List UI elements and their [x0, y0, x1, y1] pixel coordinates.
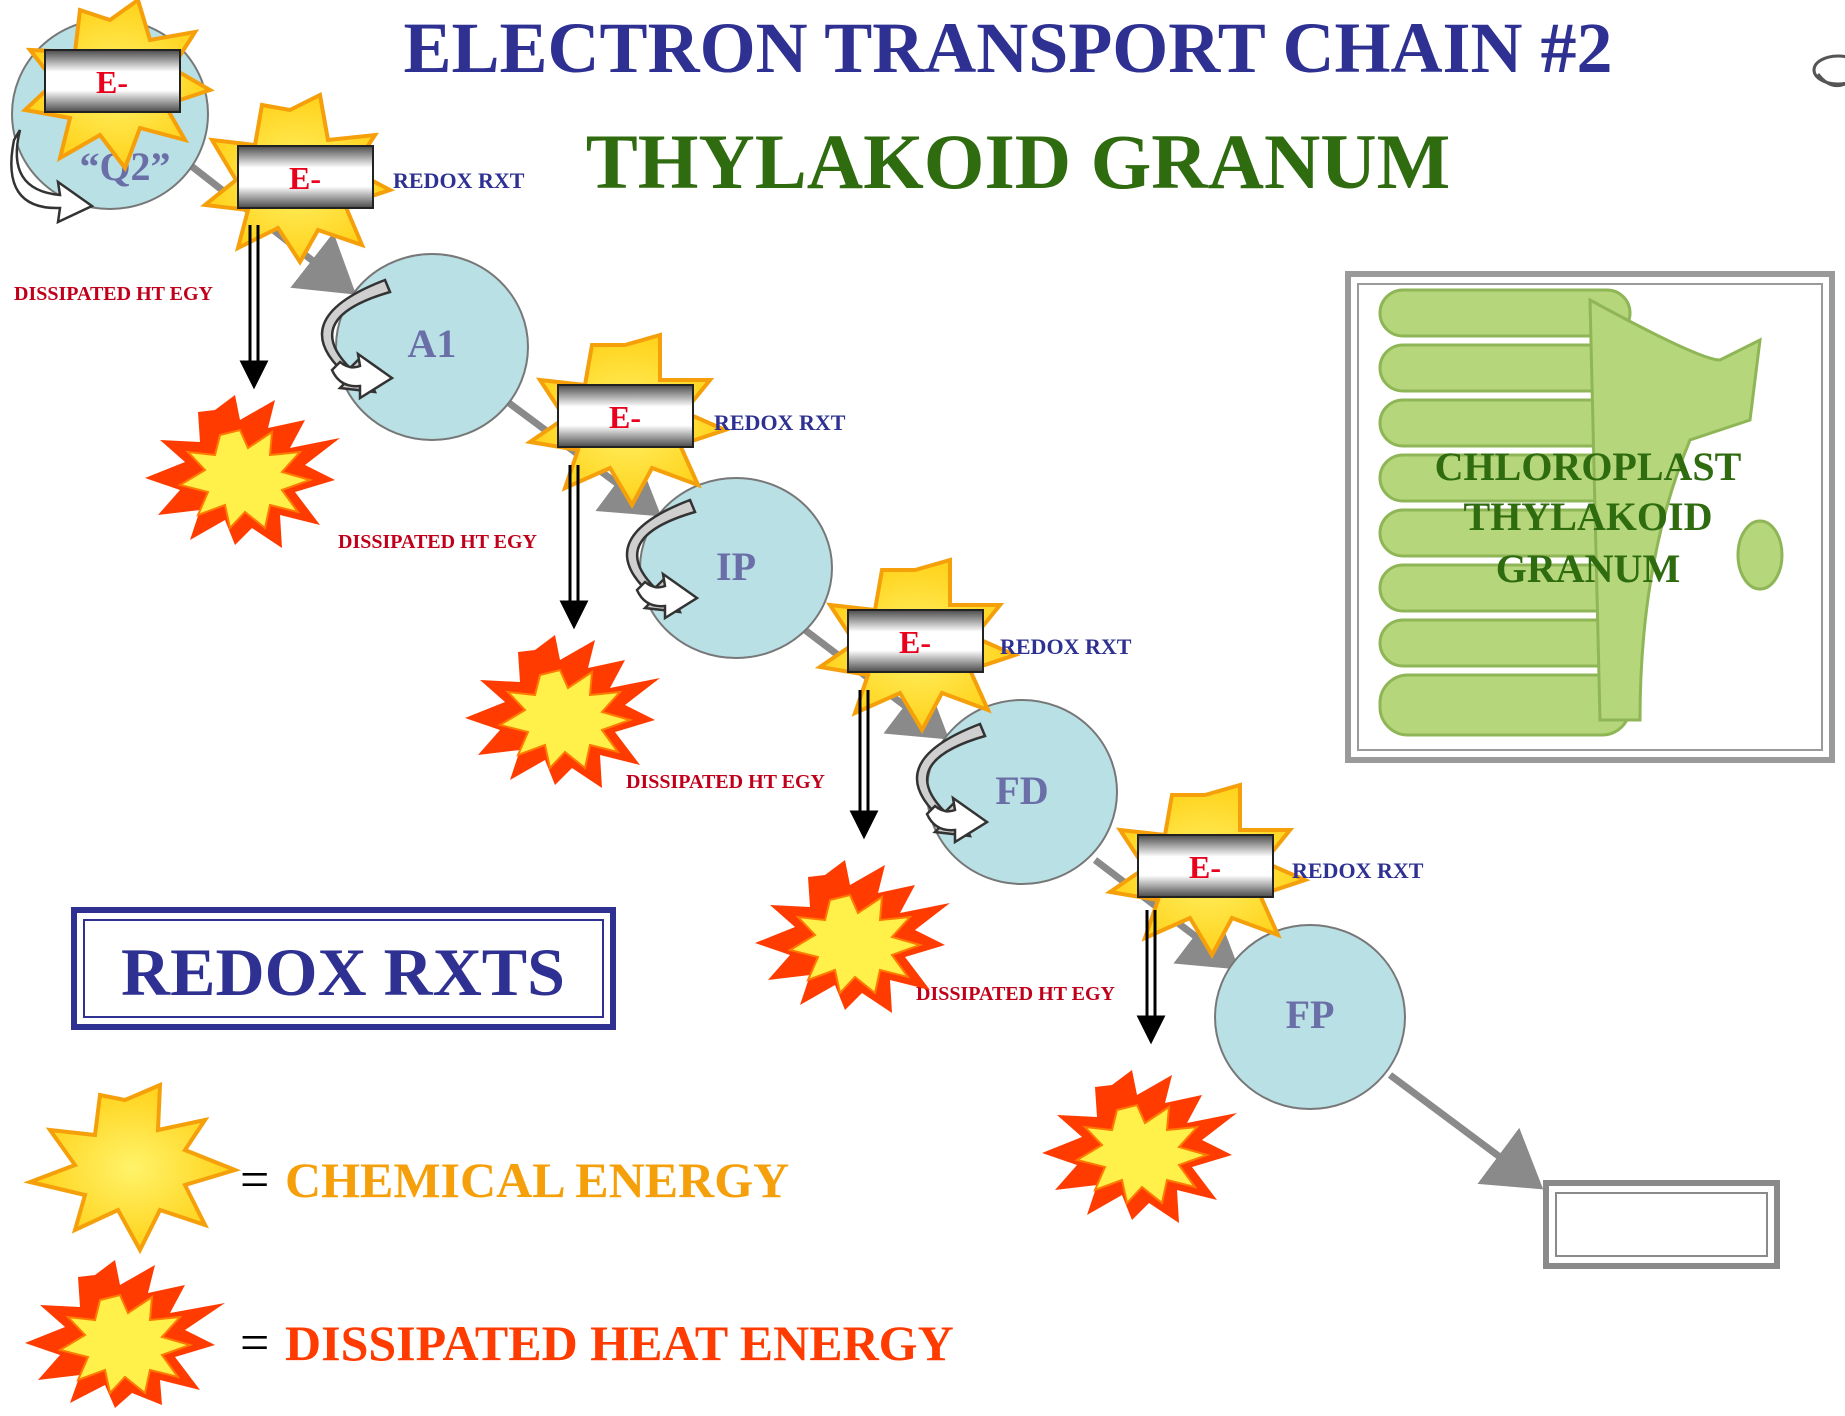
page-subtitle: THYLAKOID GRANUM — [586, 118, 1451, 205]
legend-equals: = — [240, 1315, 269, 1372]
electron-burst-3: E- — [524, 332, 731, 510]
legend-heat-label: DISSIPATED HEAT ENERGY — [285, 1315, 954, 1371]
redox-label: REDOX RXT — [714, 410, 846, 435]
heat-burst-icon — [145, 395, 340, 548]
dissipated-label: DISSIPATED HT EGY — [916, 983, 1116, 1005]
redox-label: REDOX RXT — [1000, 634, 1132, 659]
chloroplast-line-2: THYLAKOID — [1464, 494, 1713, 539]
carrier-label: IP — [716, 544, 756, 589]
rotation-arrow-icon — [10, 129, 95, 225]
rotation-arrow-icon — [320, 278, 395, 401]
carrier-ip: IP — [639, 477, 833, 659]
thylakoid-stack-image — [1378, 288, 1784, 737]
heat-burst-icon — [1042, 1070, 1237, 1223]
electron-label: E- — [96, 64, 128, 100]
dissipated-label: DISSIPATED HT EGY — [14, 283, 214, 305]
electron-burst-4: E- — [814, 557, 1021, 735]
chloroplast-panel: CHLOROPLAST THYLAKOID GRANUM — [1345, 271, 1835, 763]
redox-label: REDOX RXT — [393, 168, 525, 193]
redox-rxts-box: REDOX RXTS — [71, 907, 616, 1030]
final-acceptor-box — [1543, 1180, 1780, 1269]
heat-burst-icon — [465, 635, 660, 788]
carrier-fp: FP — [1214, 924, 1406, 1110]
electron-burst-2: E- — [200, 92, 396, 266]
corner-swirl-icon — [1812, 54, 1845, 88]
legend-equals: = — [240, 1152, 269, 1209]
carrier-label: A1 — [408, 321, 457, 366]
chemical-energy-legend-icon — [23, 1081, 242, 1255]
electron-label: E- — [1189, 849, 1221, 885]
dissipated-label: DISSIPATED HT EGY — [626, 771, 826, 793]
chloroplast-line-3: GRANUM — [1496, 546, 1680, 591]
redox-rxts-label: REDOX RXTS — [121, 934, 565, 1010]
electron-label: E- — [289, 160, 321, 196]
carrier-label: FD — [995, 768, 1048, 813]
rotation-arrow-icon — [625, 498, 700, 621]
legend-chemical: = CHEMICAL ENERGY — [23, 1081, 789, 1255]
page-title: ELECTRON TRANSPORT CHAIN #2 — [403, 8, 1612, 88]
legend-chemical-label: CHEMICAL ENERGY — [285, 1152, 789, 1208]
electron-label: E- — [609, 399, 641, 435]
redox-label: REDOX RXT — [1292, 858, 1424, 883]
carrier-fd: FD — [926, 699, 1118, 885]
electron-burst-5: E- — [1104, 782, 1311, 960]
heat-burst-icon — [755, 860, 950, 1013]
rotation-arrow-icon — [915, 722, 990, 845]
carrier-label: FP — [1286, 992, 1335, 1037]
heat-down-arrows — [239, 225, 1166, 1045]
chloroplast-line-1: CHLOROPLAST — [1435, 444, 1742, 489]
carrier-a1: A1 — [335, 253, 529, 441]
electron-label: E- — [899, 624, 931, 660]
electron-burst-1: E- — [20, 0, 215, 173]
legend-heat: = DISSIPATED HEAT ENERGY — [25, 1260, 954, 1408]
dissipated-label: DISSIPATED HT EGY — [338, 531, 538, 553]
